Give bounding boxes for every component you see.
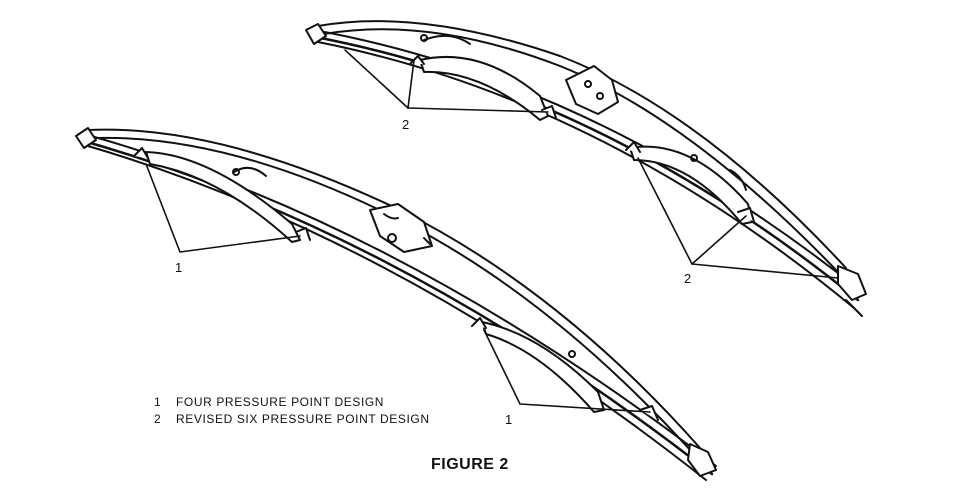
legend-number: 2 [154,411,162,426]
legend: 1 FOUR PRESSURE POINT DESIGN 2 REVISED S… [154,393,430,427]
legend-item: 2 REVISED SIX PRESSURE POINT DESIGN [154,410,430,427]
legend-number: 1 [154,394,162,409]
callout-six-point-upper: 2 [402,117,410,132]
leader-lines [145,49,839,413]
leader-four-point-right-pair [483,329,651,413]
four-pressure-point-blade [75,127,717,481]
callout-six-point-lower: 2 [684,271,692,286]
legend-text: FOUR PRESSURE POINT DESIGN [176,394,385,409]
callout-four-point-left: 1 [175,260,183,275]
legend-text: REVISED SIX PRESSURE POINT DESIGN [176,411,430,426]
figure-caption: FIGURE 2 [431,456,509,473]
leader-four-point-left-pair [145,163,301,253]
legend-item: 1 FOUR PRESSURE POINT DESIGN [154,393,430,410]
callout-four-point-right: 1 [505,412,513,427]
six-pressure-point-blade [305,20,867,317]
